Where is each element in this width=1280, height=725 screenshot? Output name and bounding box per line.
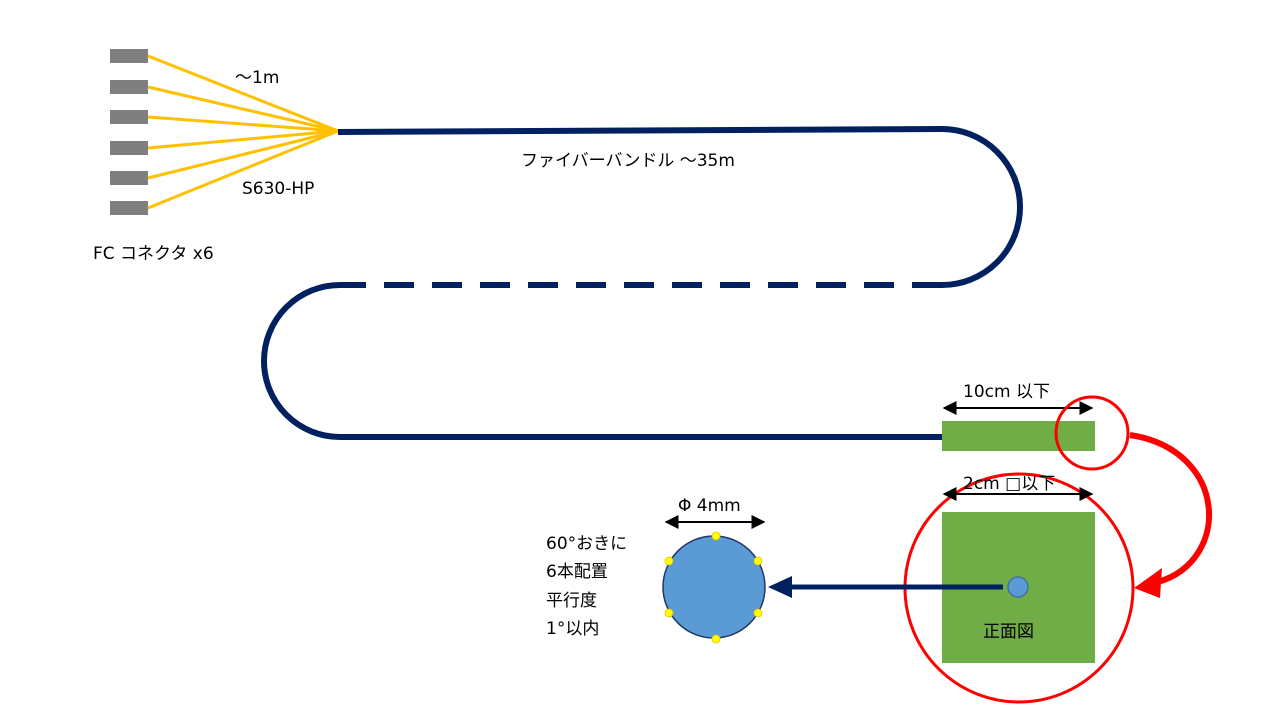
fanout-fiber: [147, 129, 339, 210]
fanout-fiber: [147, 54, 339, 133]
diameter-label: Φ 4mm: [678, 496, 741, 516]
head-cross-section-label: 2cm □以下: [963, 474, 1055, 494]
fanout-fiber: [147, 129, 339, 150]
fc-connector: [110, 171, 148, 185]
note-line: 60°おきに: [546, 534, 627, 554]
highlight-circle-small: [1054, 395, 1130, 471]
fiber-bundle: [261, 125, 1023, 440]
fanout-fiber: [147, 85, 339, 133]
front-view-label: 正面図: [983, 622, 1034, 642]
fc-connector: [110, 49, 148, 63]
fanout-fiber: [147, 115, 339, 133]
magnified-core: [662, 535, 766, 639]
bundle-bottom-segment: [261, 282, 942, 440]
fanout-fibers: [147, 54, 339, 210]
fiber-dots: [664, 531, 763, 644]
zoom-arrowhead: [1134, 568, 1162, 598]
fc-connectors: [110, 49, 148, 215]
connectors-label: FC コネクタ x6: [93, 244, 214, 264]
front-view-core: [1007, 576, 1029, 598]
fiber-dot: [711, 634, 721, 644]
bundle-label: ファイバーバンドル 〜35m: [521, 151, 735, 171]
fc-connector: [110, 110, 148, 124]
fanout-length-label: 〜1m: [235, 68, 279, 88]
fiber-dot: [753, 556, 763, 566]
zoom-curved-arrow: [1129, 432, 1212, 585]
fiber-dot: [711, 531, 721, 541]
fiber-dot: [753, 608, 763, 618]
head-length-label: 10cm 以下: [963, 382, 1050, 402]
bundle-top-segment: [337, 125, 1023, 288]
fc-connector: [110, 201, 148, 215]
fiber-dot: [664, 608, 674, 618]
fanout-fiber: [147, 129, 339, 180]
fiber-type-label: S630-HP: [242, 179, 314, 199]
fc-connector: [110, 141, 148, 155]
note-line: 6本配置: [546, 562, 608, 582]
magnify-arrowhead: [768, 576, 792, 598]
note-line: 平行度: [546, 591, 597, 611]
fiber-arrangement-note: 60°おきに 6本配置 平行度 1°以内: [546, 534, 627, 639]
fc-connector: [110, 80, 148, 94]
fiber-dot: [664, 556, 674, 566]
fiber-head: [942, 421, 1095, 451]
note-line: 1°以内: [546, 619, 599, 639]
